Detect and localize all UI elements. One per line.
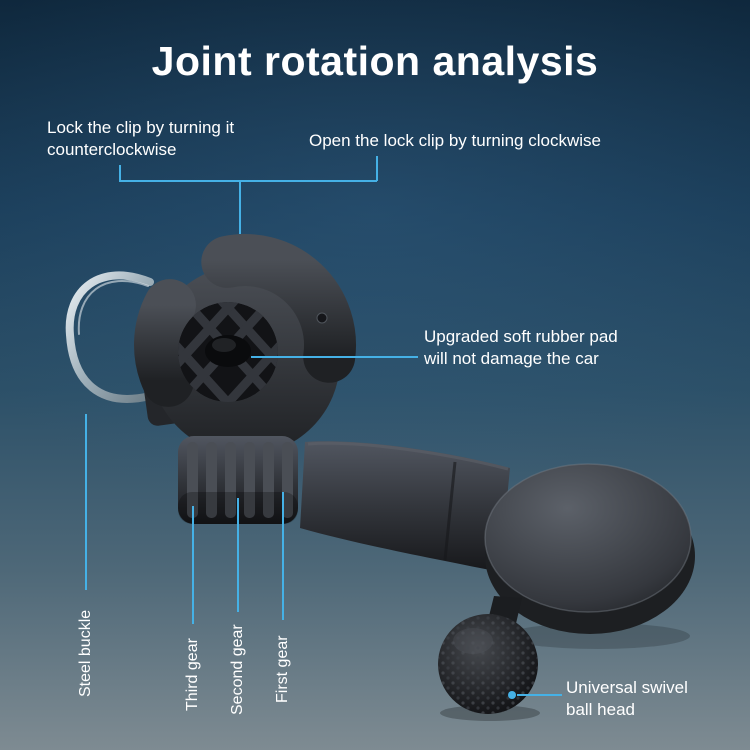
label-first-gear: First gear [274,635,291,703]
label-open-clip: Open the lock clip by turning clockwise [309,131,601,150]
label-steel-buckle: Steel buckle [77,609,94,697]
left-jaw [134,279,196,407]
callout-dot-ball-head [508,691,516,699]
gear-section [178,436,298,524]
disc-shadow [506,623,690,649]
upper-jaw [201,234,356,383]
screw-detail [316,312,328,324]
label-rubber-pad: Upgraded soft rubber pad will not damage… [424,327,618,369]
label-third-gear: Third gear [184,638,201,711]
swivel-ball [438,614,538,714]
steel-buckle-wire [65,271,154,403]
label-ball-head: Universal swivel ball head [566,678,688,720]
page-title: Joint rotation analysis [151,38,599,84]
extension-arm [300,441,510,572]
label-second-gear: Second gear [229,624,246,715]
label-lock-clip: Lock the clip by turning it counterclock… [47,118,235,160]
callout-line-lock-clip [119,165,377,182]
